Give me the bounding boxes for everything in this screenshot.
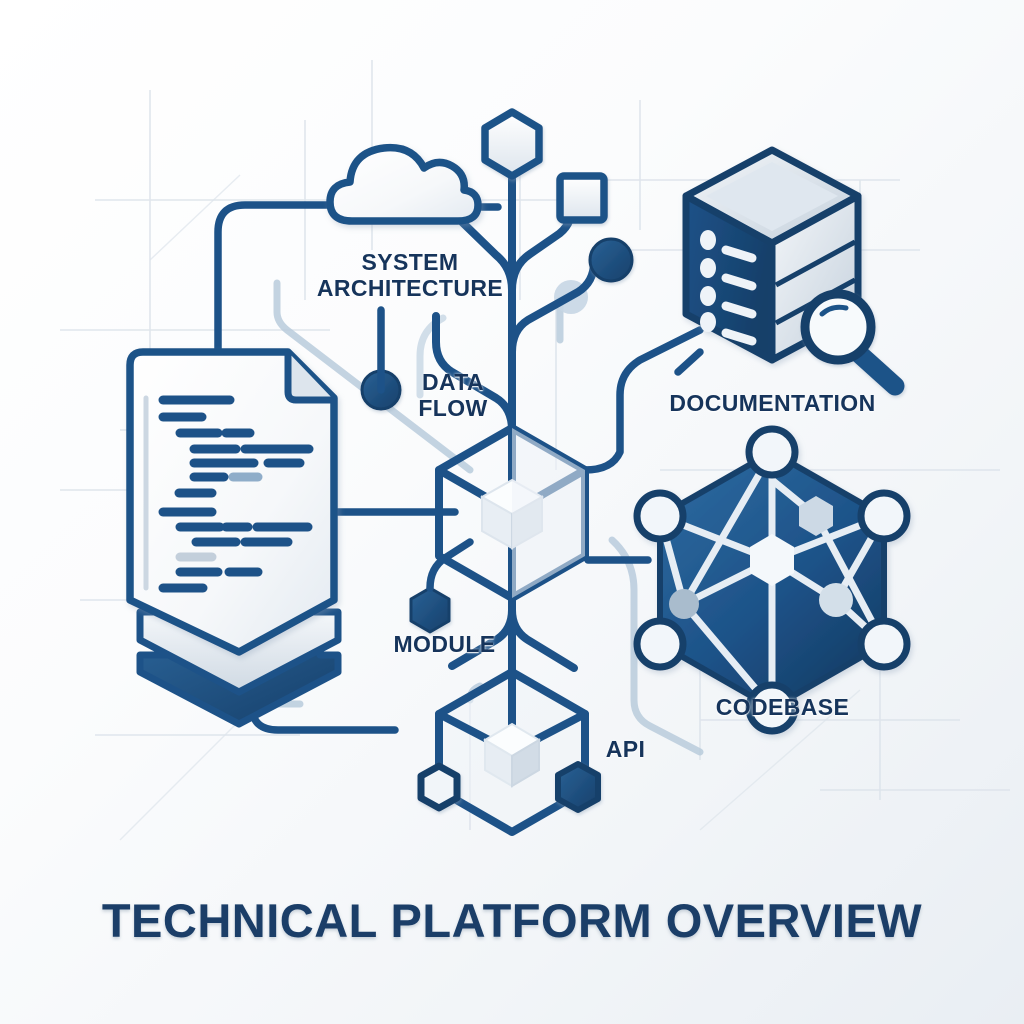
node-network-hexagon-icon xyxy=(633,425,911,735)
module-node-icon xyxy=(409,586,451,634)
stacked-document-icon xyxy=(126,348,342,728)
api-node-right-icon xyxy=(555,761,601,813)
cloud-icon xyxy=(326,143,482,225)
hexagon-node-icon xyxy=(481,108,543,180)
server-rack-icon xyxy=(682,146,862,364)
wireframe-cube-lower-icon xyxy=(417,668,601,836)
page-title: TECHNICAL PLATFORM OVERVIEW xyxy=(101,894,923,947)
square-node-icon xyxy=(556,172,608,224)
magnifying-glass-icon xyxy=(800,289,905,396)
connector-network xyxy=(214,201,704,734)
circle-node-icon xyxy=(588,237,634,283)
api-node-left-icon xyxy=(417,762,461,812)
wireframe-cube-center-icon xyxy=(435,424,589,602)
